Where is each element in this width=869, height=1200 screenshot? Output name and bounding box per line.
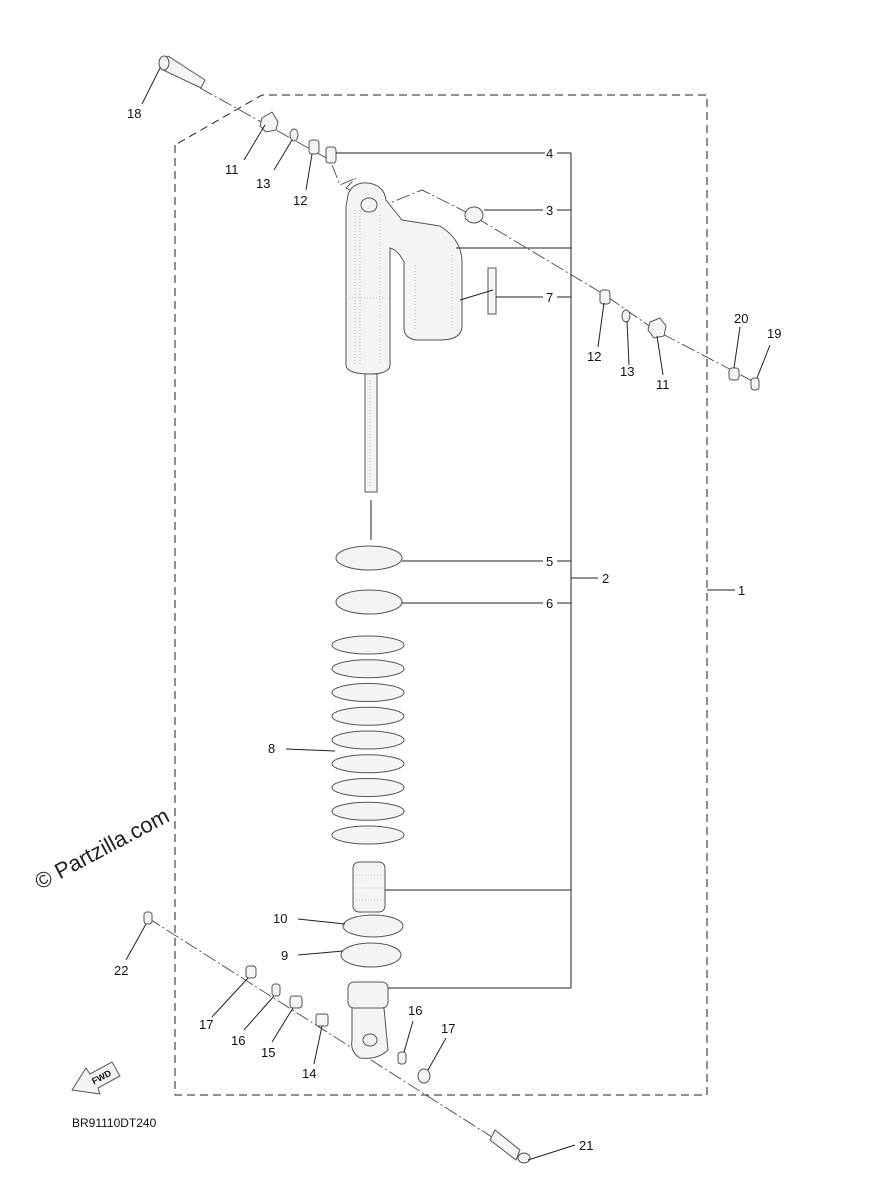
spring-coil [331, 754, 405, 774]
diagram-code: BR91110DT240 [72, 1116, 157, 1130]
nut-15 [289, 995, 303, 1009]
bearing-3 [464, 206, 484, 224]
label-15: 15 [261, 1045, 275, 1060]
label-13-right: 13 [620, 364, 634, 379]
piston-rod [364, 373, 378, 493]
assembly-frame [174, 94, 708, 1096]
part-22 [143, 911, 153, 925]
callout-labels: 1 2 3 4 5 6 7 8 9 10 11 11 12 12 13 13 1… [114, 106, 781, 1153]
label-13-upper: 13 [256, 176, 270, 191]
bolt-18 [158, 55, 206, 89]
fwd-arrow-icon: FWD [71, 1061, 121, 1095]
label-22: 22 [114, 963, 128, 978]
bolt-21 [489, 1129, 531, 1164]
label-11-upper: 11 [225, 162, 239, 177]
shock-body [345, 182, 463, 375]
label-3: 3 [546, 203, 553, 218]
label-17-right: 17 [441, 1021, 455, 1036]
washer-16-right [397, 1051, 407, 1065]
part-19 [750, 377, 760, 391]
nut-11-upper [259, 111, 279, 133]
spring-coil [331, 659, 405, 679]
label-5: 5 [546, 554, 553, 569]
seat-9 [340, 942, 402, 968]
bump-stopper [352, 861, 386, 913]
collar-17-right [417, 1068, 431, 1084]
plate-10 [342, 914, 404, 938]
label-14: 14 [302, 1066, 316, 1081]
spring-coil [331, 801, 405, 821]
spring-coil [331, 683, 405, 702]
washer-13-upper [289, 128, 299, 142]
label-16-left: 16 [231, 1033, 245, 1048]
upper-axis-line [199, 87, 761, 386]
spring-coil [331, 778, 405, 797]
label-9: 9 [281, 948, 288, 963]
spring-8 [331, 635, 405, 845]
leader-lines [125, 67, 771, 1161]
label-19: 19 [767, 326, 781, 341]
spring-seat-5 [335, 545, 403, 571]
label-20: 20 [734, 311, 748, 326]
label-8: 8 [268, 741, 275, 756]
label-21: 21 [579, 1138, 593, 1153]
spring-coil [331, 730, 405, 750]
collar-12-right [599, 289, 611, 305]
spring-coil [331, 825, 405, 845]
spring-coil [331, 635, 405, 655]
label-4: 4 [546, 146, 553, 161]
washer-16-left [271, 983, 281, 997]
lock-ring-6 [335, 589, 403, 615]
part-20 [728, 367, 740, 381]
label-16-right: 16 [408, 1003, 422, 1018]
collar-12-upper [308, 139, 320, 155]
spring-coil [331, 706, 405, 726]
collar-17-left [245, 965, 257, 979]
watermark-text: © Partzilla.com [31, 803, 174, 895]
label-10: 10 [273, 911, 287, 926]
washer-13-right [621, 309, 631, 323]
grease-nipple-14 [315, 1013, 329, 1027]
label-11-right: 11 [656, 377, 670, 392]
label-1: 1 [738, 583, 745, 598]
bushing-4 [325, 146, 337, 164]
label-6: 6 [546, 596, 553, 611]
lower-axis-line [147, 917, 529, 1161]
nut-11-right [647, 317, 667, 339]
label-12-upper: 12 [293, 193, 307, 208]
label-12-right: 12 [587, 349, 601, 364]
label-7: 7 [546, 290, 553, 305]
label-17-left: 17 [199, 1017, 213, 1032]
label-2: 2 [602, 571, 609, 586]
lower-clevis [347, 981, 389, 1059]
label-18: 18 [127, 106, 141, 121]
